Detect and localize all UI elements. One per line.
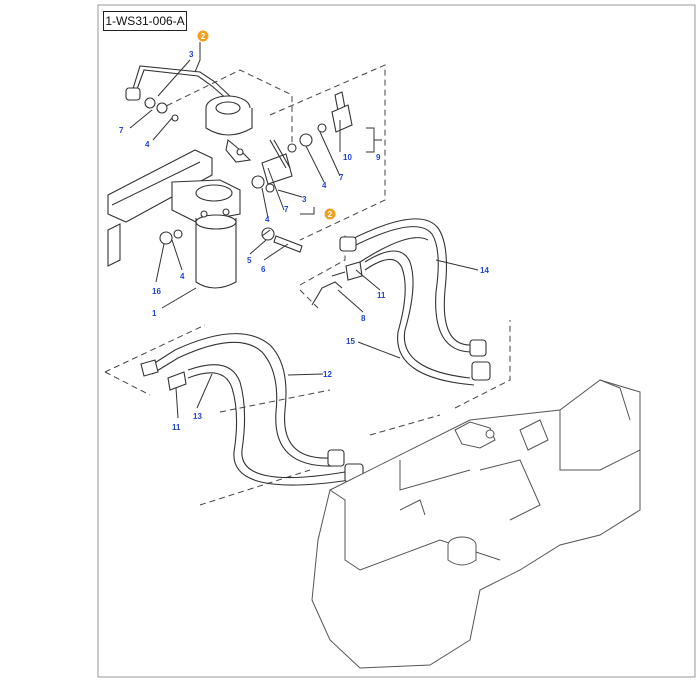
callout-11-upper: 11 <box>377 291 386 300</box>
note-badge-top-label: 2 <box>201 32 206 41</box>
callout-3-lower: 3 <box>302 195 307 204</box>
clip-8 <box>311 271 346 306</box>
callout-11-lower: 11 <box>172 423 181 432</box>
hose-15 <box>345 250 491 386</box>
callout-7-right: 7 <box>339 173 344 182</box>
fuel-filter-assembly <box>171 179 241 289</box>
diagram-code-label: 1-WS31-006-A <box>103 11 187 31</box>
callout-15: 15 <box>346 337 355 346</box>
hose-12 <box>140 333 345 467</box>
note-badge-lower-label: 2 <box>328 210 333 219</box>
dashed-group-outlines <box>104 64 511 506</box>
callout-13: 13 <box>193 412 202 421</box>
callout-8: 8 <box>361 314 366 323</box>
banjo-fitting-upper-right <box>287 91 353 153</box>
callout-4-upper-left: 4 <box>145 140 150 149</box>
engine-plate <box>107 149 213 267</box>
callout-7-upper-left: 7 <box>119 126 124 135</box>
callout-4-filter-base: 4 <box>180 272 185 281</box>
hose-13 <box>167 364 364 486</box>
callout-10: 10 <box>343 153 352 162</box>
callout-14: 14 <box>480 266 489 275</box>
hose-14 <box>339 218 487 357</box>
callout-9: 9 <box>376 153 381 162</box>
filter-fittings <box>159 139 303 253</box>
note-badge-top: 2 <box>197 30 209 42</box>
callout-labels: 3 7 4 10 9 4 7 4 7 3 4 5 6 16 1 14 11 8 … <box>119 50 489 432</box>
callout-5: 5 <box>247 256 252 265</box>
note-badge-lower: 2 <box>324 208 336 220</box>
callout-7-filter: 7 <box>284 205 289 214</box>
callout-6: 6 <box>261 265 266 274</box>
callout-1: 1 <box>152 309 157 318</box>
leader-lines <box>129 42 479 419</box>
callout-12: 12 <box>323 370 332 379</box>
fuel-pipe-top <box>125 65 233 122</box>
callout-3-top: 3 <box>189 50 194 59</box>
drawing-border <box>97 4 696 678</box>
lift-pump <box>205 95 253 163</box>
fuel-tank <box>311 379 641 669</box>
callout-4-right: 4 <box>322 181 327 190</box>
callout-16: 16 <box>152 287 161 296</box>
callout-4-filter: 4 <box>265 215 270 224</box>
